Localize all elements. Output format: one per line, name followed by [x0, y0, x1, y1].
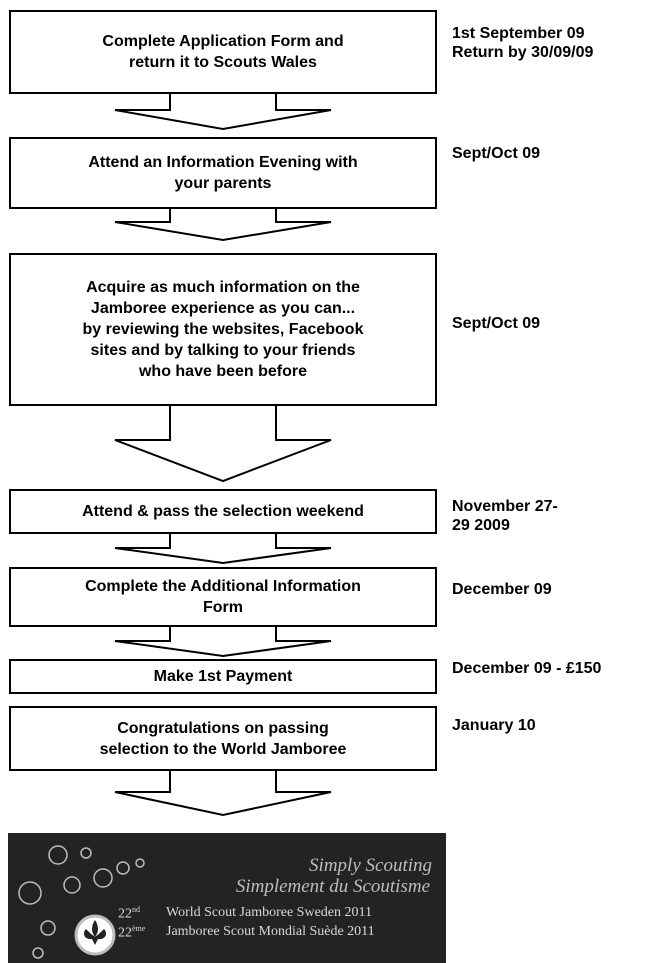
- badge-circle: [135, 858, 145, 868]
- arrow-1: [114, 93, 332, 131]
- step-3-text: Acquire as much information on the Jambo…: [82, 279, 364, 380]
- badge-circle: [48, 845, 68, 865]
- arrow-4: [114, 533, 332, 565]
- arrow-7: [114, 770, 332, 817]
- step-5-text: Complete the Additional Information Form: [85, 578, 361, 616]
- slogan-english: Simply Scouting: [309, 855, 432, 876]
- step-5-date: December 09: [452, 581, 552, 598]
- badge-circle: [93, 868, 113, 888]
- step-1-box: Complete Application Form and return it …: [9, 10, 437, 94]
- step-6-box: Make 1st Payment: [9, 659, 437, 694]
- step-4-text: Attend & pass the selection weekend: [82, 503, 364, 520]
- jamboree-title-english: World Scout Jamboree Sweden 2011: [166, 905, 372, 920]
- step-7-text: Congratulations on passing selection to …: [99, 719, 347, 758]
- step-2-text: Attend an Information Evening with your …: [88, 154, 358, 192]
- step-2-box: Attend an Information Evening with your …: [9, 137, 437, 209]
- badge-circle: [18, 881, 42, 905]
- step-1-date: 1st September 09 Return by 30/09/09: [452, 25, 594, 61]
- step-2-date: Sept/Oct 09: [452, 145, 541, 162]
- step-6-date: December 09 - £150: [452, 660, 602, 677]
- step-5-box: Complete the Additional Information Form: [9, 567, 437, 627]
- step-3-box: Acquire as much information on the Jambo…: [9, 253, 437, 406]
- step-6-text: Make 1st Payment: [153, 668, 293, 685]
- slogan-french: Simplement du Scoutisme: [235, 876, 430, 897]
- arrow-3: [114, 405, 332, 483]
- arrow-2: [114, 208, 332, 242]
- ordinal-french: 22ème: [118, 924, 146, 941]
- fleur-de-lis-icon: [84, 920, 106, 945]
- step-7-box: Congratulations on passing selection to …: [9, 706, 437, 771]
- arrow-5: [114, 626, 332, 658]
- badge-circle: [40, 920, 56, 936]
- step-4-date: November 27- 29 2009: [452, 498, 558, 534]
- step-3-date: Sept/Oct 09: [452, 315, 541, 332]
- badge-circle: [80, 847, 92, 859]
- jamboree-emblem-graphic: [18, 845, 145, 959]
- step-4-box: Attend & pass the selection weekend: [9, 489, 437, 534]
- jamboree-banner: Simply Scouting Simplement du Scoutisme …: [8, 833, 446, 963]
- ordinal-english: 22nd: [118, 905, 140, 922]
- step-1-text: Complete Application Form and return it …: [102, 33, 344, 71]
- badge-circle: [116, 861, 130, 875]
- badge-circle: [63, 876, 81, 894]
- badge-circle: [32, 947, 44, 959]
- jamboree-title-french: Jamboree Scout Mondial Suède 2011: [166, 924, 375, 939]
- step-7-date: January 10: [452, 717, 536, 734]
